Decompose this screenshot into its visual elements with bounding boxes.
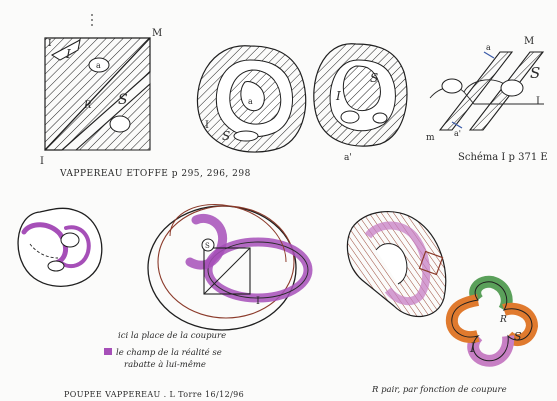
d3-s-label: S	[370, 71, 378, 85]
d3-a-prime-label: a'	[344, 153, 352, 163]
d6-i-label: I	[256, 296, 260, 307]
d4-caption: Schéma I p 371 E	[458, 152, 548, 163]
note-line-3: rabatte à lui-même	[124, 359, 206, 370]
note-line-1: ici la place de la coupure	[118, 331, 226, 341]
interlaced-rings-diagram: S I	[148, 204, 308, 330]
d2-s-label: S	[222, 129, 230, 143]
schema-i-diagram: M S I a a' m Schéma I p 371 E	[426, 36, 548, 163]
d8-s-label: S	[514, 330, 522, 343]
d1-s-label: S	[118, 92, 128, 108]
d4-i-label: I	[536, 96, 540, 107]
colored-knot-diagram: I R S	[452, 282, 532, 361]
d4-m-lower-label: m	[426, 133, 435, 143]
doll-knot-diagram	[18, 208, 102, 286]
d1-caption: VAPPEREAU ETOFFE p 295, 296, 298	[59, 169, 251, 179]
d8-r-label: R	[499, 315, 507, 325]
d1-inner-i-label: I	[65, 47, 71, 61]
d1-corner-tr-label: M	[152, 28, 162, 39]
note-line-2: le champ de la réalité se	[116, 347, 222, 358]
d6-s-label: S	[205, 242, 210, 250]
footer-left-caption: POUPEE VAPPEREAU . L Torre 16/12/96	[64, 390, 244, 399]
d2-i-label: I	[205, 120, 209, 131]
d2-a-label: a	[248, 97, 253, 106]
nested-torus-diagram: I S a	[197, 46, 305, 152]
d4-m-upper-label: M	[524, 36, 534, 47]
d1-corner-tl-label: I	[48, 39, 52, 49]
d3-i-label: I	[335, 89, 341, 103]
d4-a-label: a	[486, 43, 491, 52]
d1-a-label: a	[96, 61, 101, 70]
purple-legend-swatch	[104, 348, 112, 355]
torus-a-prime-diagram: I S a'	[314, 44, 407, 163]
d8-i-label: I	[469, 341, 476, 356]
d4-a-prime-label: a'	[454, 129, 461, 138]
footer-right-caption: R pair, par fonction de coupure	[371, 385, 507, 395]
hatched-horseshoe-diagram	[347, 212, 445, 317]
d1-r-label: R	[83, 100, 92, 111]
handwritten-notes: ici la place de la coupure le champ de l…	[64, 331, 507, 399]
d4-s-label: S	[530, 64, 540, 82]
d1-corner-bl-label: I	[40, 156, 44, 167]
